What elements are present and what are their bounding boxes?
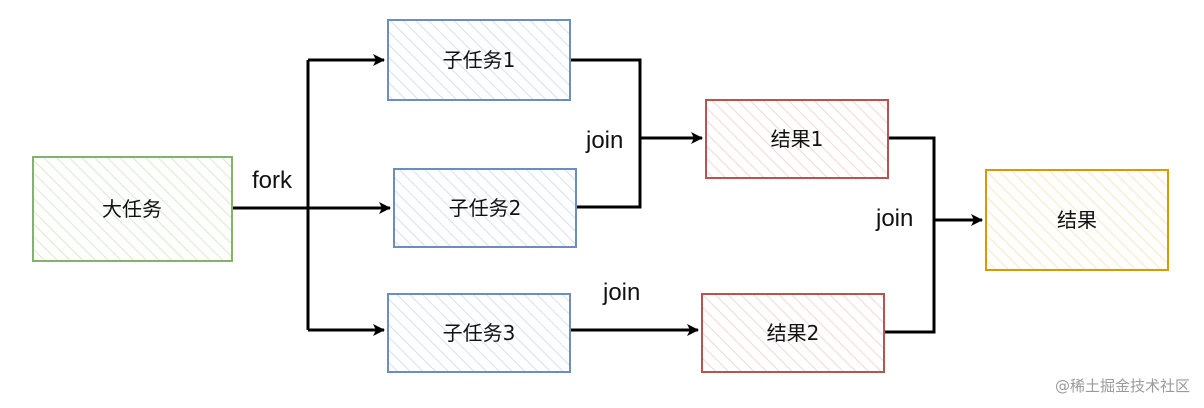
edge-label-join-top: join [585,127,623,154]
node-result-1-label: 结果1 [771,127,824,151]
join-edge-subtask-1 [570,58,642,138]
node-result: 结果 [985,169,1169,271]
edge-label-join-bottom: join [602,279,640,306]
node-result-1: 结果1 [705,99,889,179]
watermark-text: @稀土掘金技术社区 [1055,377,1190,395]
edge-label-join-final: join [875,205,913,232]
node-subtask-1: 子任务1 [387,19,571,101]
join-edge-from-result-2 [884,220,936,334]
node-big-task: 大任务 [32,156,233,262]
node-subtask-3-label: 子任务3 [443,321,516,345]
edge-label-fork: fork [252,167,293,194]
node-big-task-label: 大任务 [102,197,162,221]
node-subtask-2: 子任务2 [393,168,577,248]
node-result-2: 结果2 [701,293,885,373]
node-subtask-1-label: 子任务1 [443,48,516,72]
join-edge-subtask-2 [576,138,642,209]
node-result-label: 结果 [1057,208,1097,232]
join-edge-from-result-1 [888,136,936,220]
node-subtask-2-label: 子任务2 [449,196,522,220]
node-result-2-label: 结果2 [767,321,820,345]
node-subtask-3: 子任务3 [387,293,571,373]
